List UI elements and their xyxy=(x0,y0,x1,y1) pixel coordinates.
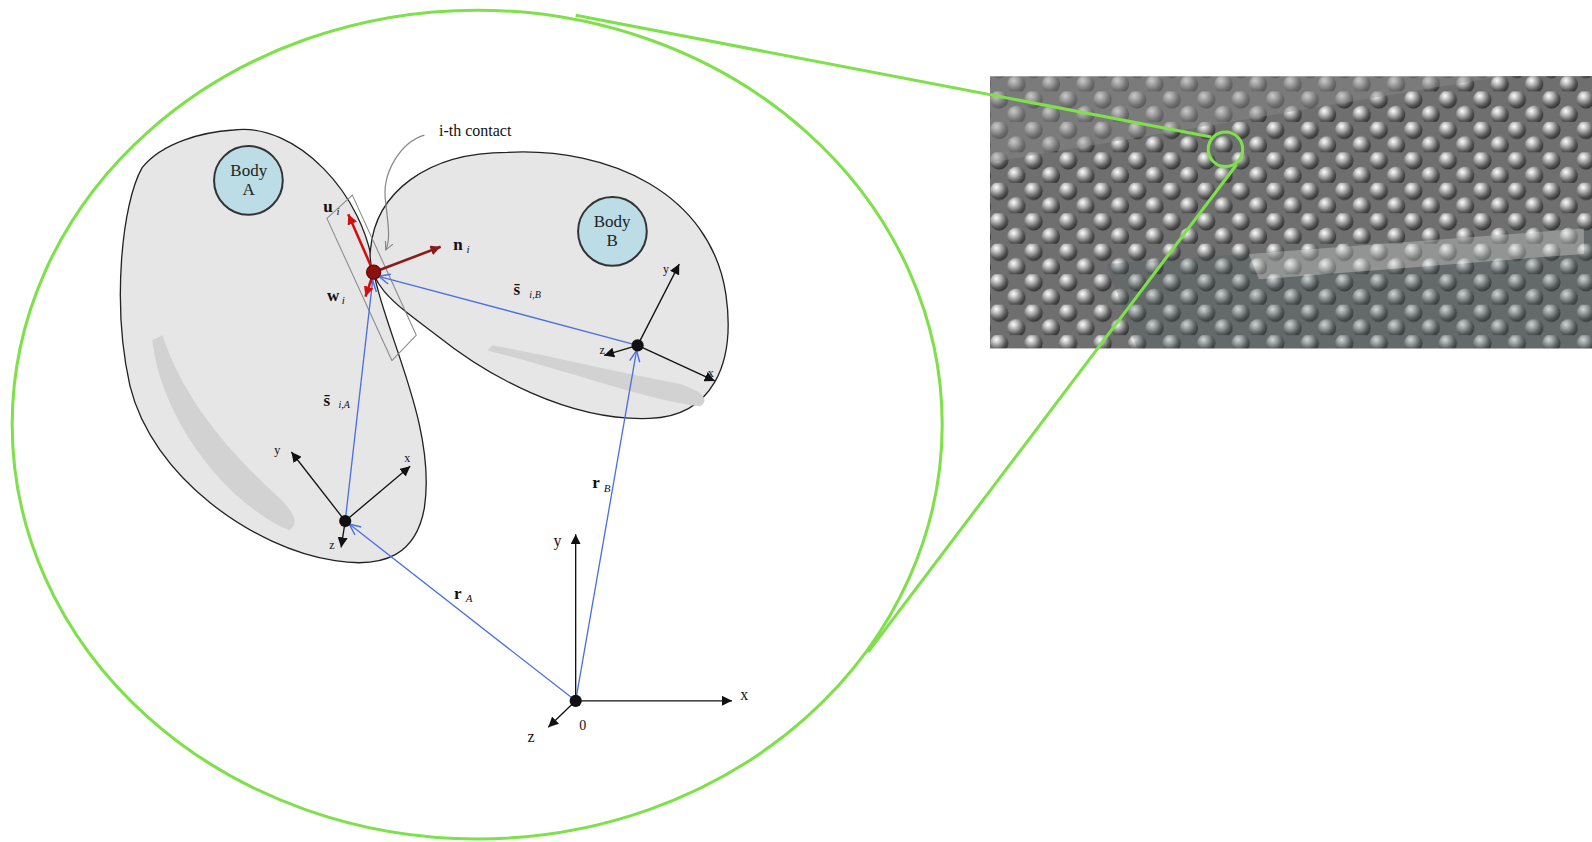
subscript: i xyxy=(467,243,470,254)
axis-label: z xyxy=(329,539,334,551)
body-badge: Body A xyxy=(213,145,284,216)
subscript: A xyxy=(466,593,473,604)
callout-text: i-th contact xyxy=(439,123,511,139)
vector-symbol: w xyxy=(327,286,339,303)
body-name: Body B xyxy=(588,213,636,250)
axis-label: z xyxy=(599,344,604,356)
axis-label: y xyxy=(663,263,669,275)
subscript: B xyxy=(604,482,611,493)
origin-label: 0 xyxy=(579,719,586,733)
vector-symbol: r xyxy=(592,474,600,491)
subscript: i xyxy=(337,206,340,217)
axis-label: y xyxy=(553,533,561,549)
vector-symbol: r xyxy=(454,585,462,602)
vector-symbol: u xyxy=(323,198,332,215)
axis-label: y xyxy=(274,444,280,456)
axis-label: x xyxy=(708,367,714,379)
vector-symbol: s̄ xyxy=(513,281,520,298)
vector-symbol: s̄ xyxy=(324,392,331,409)
subscript: i xyxy=(342,294,345,305)
axis-label: z xyxy=(527,729,534,745)
spheres-image xyxy=(990,76,1592,348)
axis-label: x xyxy=(740,687,748,703)
body-name: Body A xyxy=(225,162,273,199)
body-badge: Body B xyxy=(577,196,648,267)
subscript: i,B xyxy=(529,290,540,300)
axis-label: x xyxy=(404,452,410,464)
vector-symbol: n xyxy=(453,235,462,252)
subscript: i,A xyxy=(338,400,349,410)
